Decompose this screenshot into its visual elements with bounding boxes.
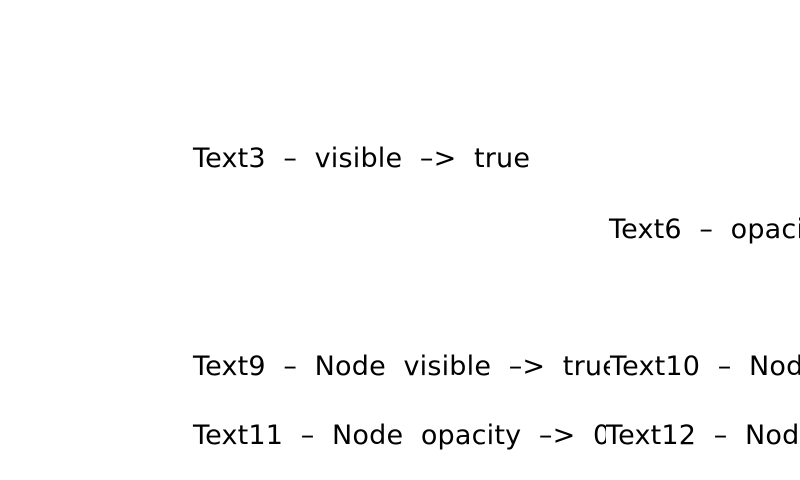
text-label-text9: Text9 – Node visible –> true xyxy=(193,351,620,383)
text-label-text3: Text3 – visible –> true xyxy=(193,143,531,175)
text-label-text11: Text11 – Node opacity –> 0 xyxy=(193,420,611,452)
text-label-text10: Text10 – Node xyxy=(610,351,800,383)
text-label-text6: Text6 – opacity xyxy=(609,214,800,246)
text-label-text12: Text12 – Node xyxy=(606,420,800,452)
